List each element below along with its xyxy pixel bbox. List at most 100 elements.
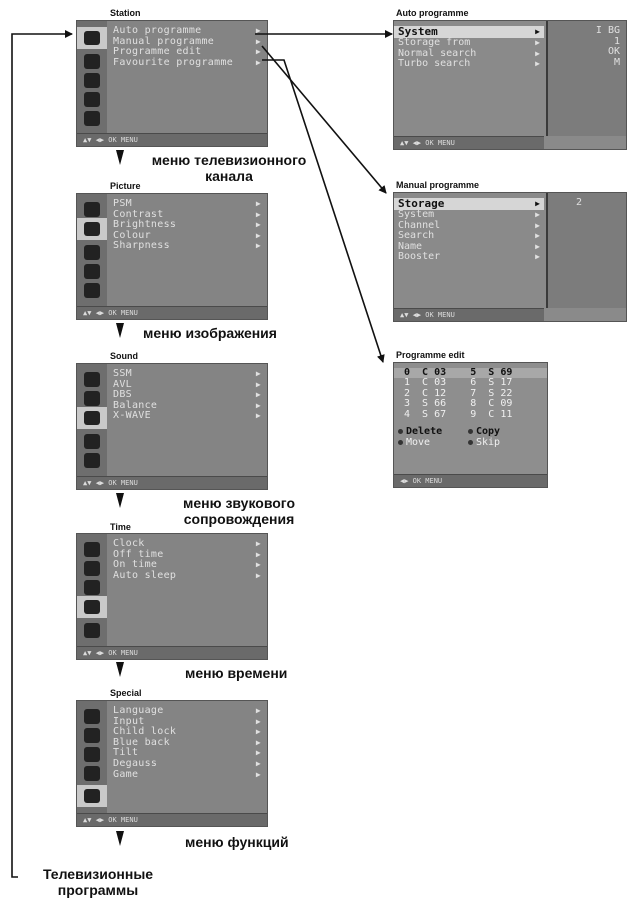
menu-footer: ▲▼ ◀▶ OK MENU bbox=[77, 133, 267, 146]
menu-item-auto-sleep[interactable]: Auto sleep▶ bbox=[113, 569, 261, 581]
time-icon[interactable] bbox=[84, 264, 100, 279]
move-action[interactable]: Move bbox=[406, 437, 431, 449]
submenu-item-search[interactable]: Search▶ bbox=[398, 230, 540, 242]
menu-item-degauss[interactable]: Degauss▶ bbox=[113, 757, 261, 769]
menu-item-avl[interactable]: AVL▶ bbox=[113, 378, 261, 390]
sound-icon[interactable] bbox=[84, 245, 100, 260]
submenu-item-storage[interactable]: Storage▶ bbox=[394, 198, 544, 210]
blue-dot-icon bbox=[468, 439, 473, 445]
time-icon[interactable] bbox=[84, 766, 100, 781]
menu-icon-column bbox=[77, 534, 107, 646]
auto-programme-values: I BG 1 OK M bbox=[546, 21, 626, 136]
programme-row[interactable]: 3 S 66 8 C 09 bbox=[404, 398, 513, 410]
menu-item-x-wave[interactable]: X-WAVE▶ bbox=[113, 410, 261, 422]
time-icon[interactable] bbox=[84, 434, 100, 449]
sound-icon[interactable] bbox=[84, 73, 100, 88]
copy-action[interactable]: Copy bbox=[476, 426, 501, 438]
value-storage-from: 1 bbox=[613, 35, 620, 47]
sound-icon[interactable] bbox=[77, 407, 107, 429]
picture-icon[interactable] bbox=[77, 218, 107, 240]
programme-row[interactable]: 4 S 67 9 C 11 bbox=[404, 408, 513, 420]
submenu-item-normal-search[interactable]: Normal search▶ bbox=[398, 47, 540, 59]
special-menu-title: Special bbox=[110, 688, 142, 698]
menu-item-psm[interactable]: PSM▶ bbox=[113, 198, 261, 209]
yellow-dot-icon bbox=[398, 439, 403, 445]
menu-item-language[interactable]: Language▶ bbox=[113, 705, 261, 716]
special-icon[interactable] bbox=[84, 453, 100, 468]
special-icon[interactable] bbox=[84, 111, 100, 126]
picture-icon[interactable] bbox=[84, 728, 100, 743]
station-icon[interactable] bbox=[84, 202, 100, 217]
menu-icon-column bbox=[77, 194, 107, 306]
value-storage: 2 bbox=[576, 197, 583, 208]
menu-item-child-lock[interactable]: Child lock▶ bbox=[113, 726, 261, 738]
station-icon[interactable] bbox=[84, 372, 100, 387]
arrow-to-programme-edit bbox=[262, 59, 385, 363]
menu-footer: ▲▼ ◀▶ OK MENU bbox=[394, 308, 544, 321]
submenu-item-channel[interactable]: Channel▶ bbox=[398, 219, 540, 231]
programme-row[interactable]: 2 C 12 7 S 22 bbox=[404, 387, 513, 399]
special-icon[interactable] bbox=[84, 283, 100, 298]
menu-item-dbs[interactable]: DBS▶ bbox=[113, 389, 261, 401]
submenu-item-name[interactable]: Name▶ bbox=[398, 240, 540, 252]
menu-item-off-time[interactable]: Off time▶ bbox=[113, 548, 261, 560]
station-menu-items: Auto programme▶ Manual programme▶ Progra… bbox=[113, 25, 263, 68]
special-icon[interactable] bbox=[84, 623, 100, 638]
manual-programme-title: Manual programme bbox=[396, 180, 480, 190]
value-turbo-search: M bbox=[613, 56, 620, 68]
manual-programme-values: 2 bbox=[546, 193, 626, 308]
menu-footer: ◀▶ OK MENU bbox=[394, 474, 547, 487]
programme-row[interactable]: 1 C 03 6 S 17 bbox=[404, 377, 513, 389]
station-menu: Auto programme▶ Manual programme▶ Progra… bbox=[76, 20, 268, 147]
return-loop-arrow bbox=[11, 30, 73, 878]
special-caption: меню функций bbox=[185, 834, 289, 850]
submenu-item-system[interactable]: System▶ bbox=[398, 209, 540, 220]
picture-icon[interactable] bbox=[84, 391, 100, 406]
picture-icon[interactable] bbox=[84, 561, 100, 576]
menu-item-favourite-programme[interactable]: Favourite programme▶ bbox=[113, 56, 261, 68]
sound-menu: SSM▶ AVL▶ DBS▶ Balance▶ X-WAVE▶ ▲▼ ◀▶ OK… bbox=[76, 363, 268, 490]
menu-item-brightness[interactable]: Brightness▶ bbox=[113, 219, 261, 231]
submenu-item-turbo-search[interactable]: Turbo search▶ bbox=[398, 58, 540, 70]
menu-item-manual-programme[interactable]: Manual programme▶ bbox=[113, 35, 261, 47]
picture-menu-items: PSM▶ Contrast▶ Brightness▶ Colour▶ Sharp… bbox=[113, 198, 263, 252]
menu-item-input[interactable]: Input▶ bbox=[113, 715, 261, 727]
station-icon[interactable] bbox=[84, 542, 100, 557]
time-icon[interactable] bbox=[77, 596, 107, 618]
menu-item-balance[interactable]: Balance▶ bbox=[113, 399, 261, 411]
value-normal-search: OK bbox=[607, 46, 620, 58]
menu-item-auto-programme[interactable]: Auto programme▶ bbox=[113, 25, 261, 36]
delete-action[interactable]: Delete bbox=[406, 426, 443, 438]
down-arrow-4 bbox=[116, 662, 124, 677]
station-icon[interactable] bbox=[77, 27, 107, 49]
sound-icon[interactable] bbox=[84, 747, 100, 762]
value-system: I BG bbox=[595, 25, 620, 36]
submenu-item-storage-from[interactable]: Storage from▶ bbox=[398, 37, 540, 48]
picture-menu: PSM▶ Contrast▶ Brightness▶ Colour▶ Sharp… bbox=[76, 193, 268, 320]
sound-menu-items: SSM▶ AVL▶ DBS▶ Balance▶ X-WAVE▶ bbox=[113, 368, 263, 422]
skip-action[interactable]: Skip bbox=[476, 437, 501, 449]
time-icon[interactable] bbox=[84, 92, 100, 107]
menu-item-colour[interactable]: Colour▶ bbox=[113, 229, 261, 241]
picture-icon[interactable] bbox=[84, 54, 100, 69]
menu-item-tilt[interactable]: Tilt▶ bbox=[113, 747, 261, 759]
menu-item-on-time[interactable]: On time▶ bbox=[113, 559, 261, 571]
menu-item-ssm[interactable]: SSM▶ bbox=[113, 368, 261, 379]
auto-programme-title: Auto programme bbox=[396, 8, 469, 18]
submenu-item-system[interactable]: System▶ bbox=[394, 26, 544, 38]
station-icon[interactable] bbox=[84, 709, 100, 724]
menu-item-contrast[interactable]: Contrast▶ bbox=[113, 208, 261, 220]
sound-icon[interactable] bbox=[84, 580, 100, 595]
menu-item-programme-edit[interactable]: Programme edit▶ bbox=[113, 46, 261, 58]
down-arrow-3 bbox=[116, 493, 124, 508]
special-icon[interactable] bbox=[77, 785, 107, 807]
programme-row[interactable]: 0 C 03 5 S 69 bbox=[394, 367, 547, 379]
menu-item-clock[interactable]: Clock▶ bbox=[113, 538, 261, 549]
menu-item-sharpness[interactable]: Sharpness▶ bbox=[113, 240, 261, 252]
menu-item-game[interactable]: Game▶ bbox=[113, 768, 261, 780]
picture-caption: меню изображения bbox=[143, 325, 277, 341]
programme-edit-title: Programme edit bbox=[396, 350, 465, 360]
menu-item-blue-back[interactable]: Blue back▶ bbox=[113, 736, 261, 748]
submenu-item-booster[interactable]: Booster▶ bbox=[398, 251, 540, 263]
